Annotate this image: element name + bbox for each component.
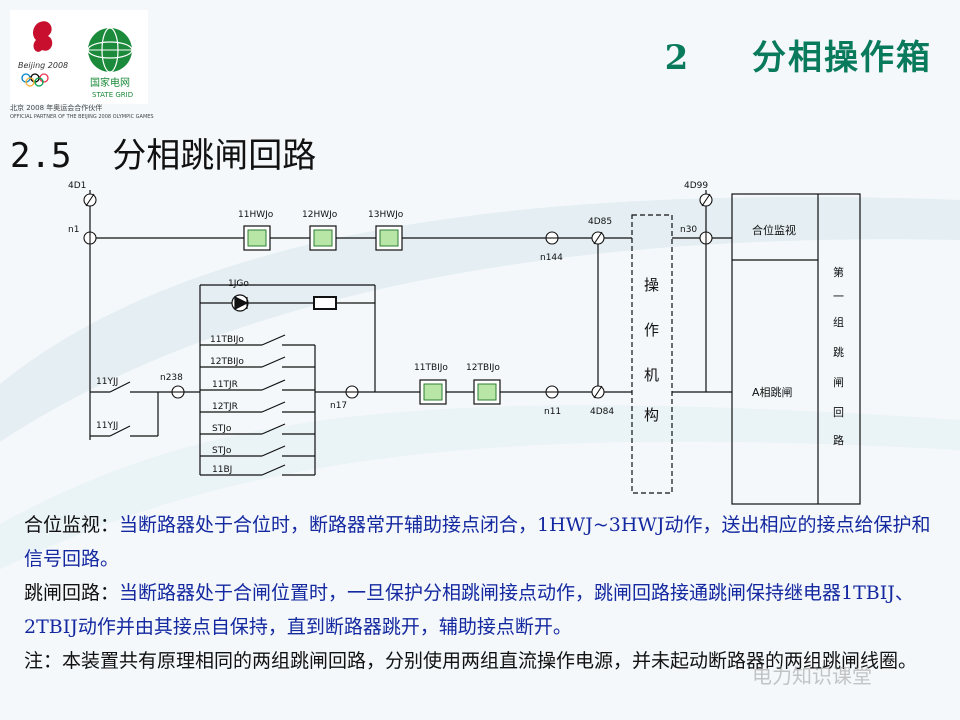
terminal-n1 [83, 231, 97, 245]
logo-caption-en: OFFICIAL PARTNER OF THE BEIJING 2008 OLY… [10, 114, 154, 120]
panel-group-label-6: 路 [833, 434, 844, 447]
mechanism-label-2: 机 [644, 366, 659, 384]
label-12tbijo-contact: 12TBIJo [210, 357, 244, 367]
label-stjo-2: STJo [212, 446, 232, 456]
label-11hwjo: 11HWJo [238, 210, 274, 220]
section-title-text: 分相跳闸回路 [112, 136, 317, 176]
label-11yjj-1: 11YJJ [96, 377, 118, 387]
olympic-emblem-icon [21, 21, 53, 87]
label-4d99: 4D99 [684, 181, 708, 191]
description-note-key: 注： [24, 650, 63, 672]
slide-title: 2 分相操作箱 [665, 30, 932, 79]
section-title: 2.5 分相跳闸回路 [10, 128, 316, 177]
state-grid-globe-icon [87, 27, 133, 73]
terminal-4d85 [591, 231, 605, 245]
terminal-n17 [345, 385, 359, 399]
logo-caption-cn: 北京 2008 年奥运会合作伙伴 [10, 104, 103, 112]
logo-text-beijing: Beijing 2008 [18, 61, 68, 70]
description: 合位监视：当断路器处于合位时，断路器常开辅助接点闭合，1HWJ~3HWJ动作，送… [24, 508, 949, 678]
terminal-n30 [699, 231, 713, 245]
terminal-4d84 [591, 385, 605, 399]
panel-group-label-5: 回 [833, 406, 844, 419]
terminal-n238 [171, 385, 185, 399]
label-12tjr: 12TJR [212, 402, 238, 412]
label-13hwjo: 13HWJo [368, 210, 404, 220]
label-stjo-1: STJo [212, 424, 232, 434]
description-monitor-text: 当断路器处于合位时，断路器常开辅助接点闭合，1HWJ~3HWJ动作，送出相应的接… [24, 514, 931, 570]
label-4d84: 4D84 [590, 407, 614, 417]
panel-group-label-2: 组 [833, 315, 844, 329]
description-monitor: 合位监视：当断路器处于合位时，断路器常开辅助接点闭合，1HWJ~3HWJ动作，送… [24, 508, 949, 576]
description-trip-key: 跳闸回路： [24, 582, 120, 604]
slide-number: 2 [664, 38, 691, 78]
terminal-4d1 [83, 193, 97, 207]
terminal-n11 [545, 385, 559, 399]
label-n1: n1 [68, 225, 79, 235]
panel-group-label-0: 第 [833, 265, 844, 279]
label-11tbijo-contact: 11TBIJo [210, 335, 244, 345]
logo-text-state-grid-en: STATE GRID [92, 91, 133, 99]
panel-group-label-4: 闸 [833, 376, 844, 389]
label-n11: n11 [544, 407, 561, 417]
label-11tbijo-coil: 11TBIJo [414, 363, 448, 373]
label-1jgo: 1JGo [228, 279, 249, 289]
label-n238: n238 [160, 373, 183, 383]
description-monitor-key: 合位监视： [24, 514, 120, 536]
mechanism-label-0: 操 [644, 276, 659, 294]
terminal-4d99 [699, 193, 713, 207]
mechanism-label-3: 构 [644, 406, 659, 424]
watermark: 电力知识课堂 [752, 664, 872, 688]
label-11bj: 11BJ [212, 465, 232, 475]
label-11tjr: 11TJR [212, 380, 238, 390]
panel-group-label-1: 一 [833, 290, 844, 303]
diode-1jgo [200, 294, 314, 312]
logo-text-state-grid-cn: 国家电网 [90, 76, 130, 89]
label-4d85: 4D85 [588, 217, 612, 227]
label-12hwjo: 12HWJo [302, 210, 338, 220]
label-n30: n30 [680, 225, 697, 235]
logo: Beijing 2008 国家电网 STATE GRID [10, 10, 148, 104]
description-trip-text: 当断路器处于合闸位置时，一旦保护分相跳闸接点动作，跳闸回路接通跳闸保持继电器1T… [24, 582, 914, 638]
panel-group-label-3: 跳 [833, 345, 844, 359]
label-11yjj-2: 11YJJ [96, 421, 118, 431]
mechanism-label-1: 作 [644, 321, 659, 339]
slide-title-text: 分相操作箱 [752, 38, 932, 78]
section-number: 2.5 [10, 136, 72, 176]
panel-trip-a-label: A相跳闸 [752, 385, 793, 399]
label-12tbijo-coil: 12TBIJo [466, 363, 500, 373]
terminal-n144 [545, 231, 559, 245]
label-n144: n144 [540, 253, 563, 263]
resistor [313, 296, 337, 310]
panel-monitor-label: 合位监视 [752, 223, 796, 237]
logo-caption: 北京 2008 年奥运会合作伙伴 OFFICIAL PARTNER OF THE… [10, 104, 170, 122]
description-note: 注：本装置共有原理相同的两组跳闸回路，分别使用两组直流操作电源，并未起动断路器的… [24, 644, 949, 678]
description-note-text: 本装置共有原理相同的两组跳闸回路，分别使用两组直流操作电源，并未起动断路器的两组… [62, 650, 918, 672]
label-4d1: 4D1 [68, 181, 86, 191]
label-n17: n17 [330, 401, 347, 411]
description-trip: 跳闸回路：当断路器处于合闸位置时，一旦保护分相跳闸接点动作，跳闸回路接通跳闸保持… [24, 576, 949, 644]
